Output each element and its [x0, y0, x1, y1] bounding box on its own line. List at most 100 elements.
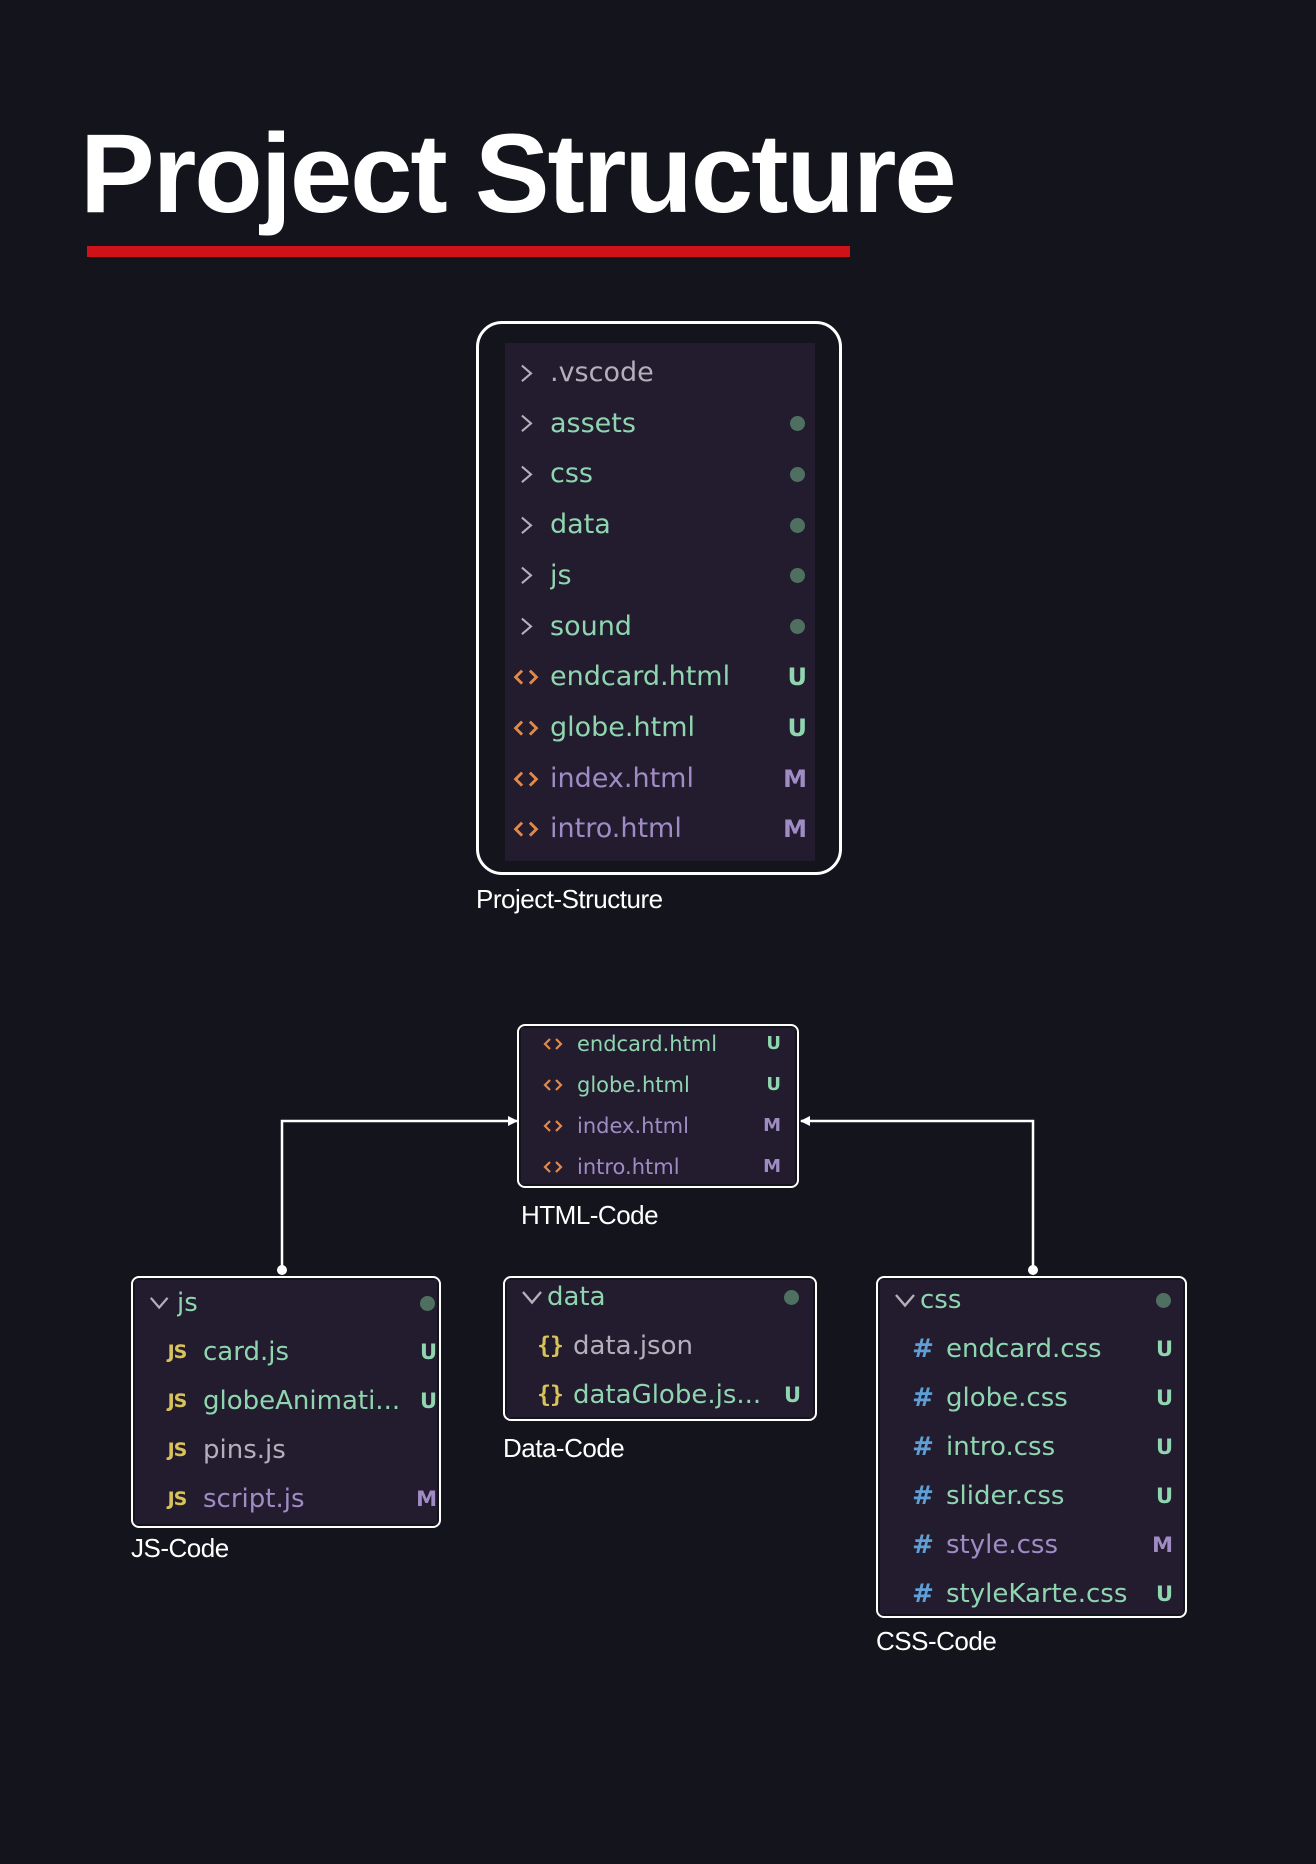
tree-item-label: intro.html	[577, 1155, 680, 1179]
css-file-icon: #	[912, 1334, 934, 1364]
tree-file-row[interactable]: # styleKarte.css U	[880, 1572, 1183, 1614]
git-status-badge: M	[1152, 1533, 1173, 1557]
chevron-down-icon[interactable]	[517, 1280, 547, 1319]
js-code-frame	[131, 1276, 441, 1528]
data-code-panel: data{}data.json{}dataGlobe.js...U	[507, 1280, 813, 1417]
tree-file-row[interactable]: # globe.css U	[880, 1376, 1183, 1420]
js-file-icon: JS	[167, 1439, 188, 1461]
json-file-icon: {}	[537, 1333, 564, 1359]
git-status-badge: U	[419, 1389, 437, 1413]
tree-item-label: css	[550, 458, 593, 490]
chevron-right-icon[interactable]	[513, 401, 539, 447]
css-file-icon: #	[912, 1579, 934, 1609]
project-structure-frame	[476, 321, 842, 875]
html-file-icon	[543, 1149, 563, 1184]
html-file-icon	[513, 756, 539, 802]
chevron-right-icon[interactable]	[513, 451, 539, 497]
git-status-badge: U	[1155, 1582, 1173, 1606]
tree-folder-row[interactable]: js	[135, 1281, 437, 1325]
tree-item-label: globe.css	[946, 1383, 1068, 1413]
tree-item-label: styleKarte.css	[946, 1579, 1128, 1609]
tree-file-row[interactable]: {} dataGlobe.js... U	[507, 1373, 813, 1417]
git-status-badge: U	[787, 713, 808, 742]
git-status-dot	[790, 416, 805, 432]
tree-item-label: .vscode	[550, 357, 654, 388]
css-code-frame	[876, 1276, 1187, 1618]
json-file-icon: {}	[537, 1382, 564, 1408]
git-status-badge: M	[783, 815, 807, 844]
chevron-right-icon[interactable]	[513, 604, 539, 650]
git-status-badge: U	[1155, 1337, 1173, 1361]
css-file-icon: #	[912, 1383, 934, 1413]
chevron-down-icon[interactable]	[145, 1281, 173, 1325]
chevron-right-icon[interactable]	[513, 350, 539, 396]
project-structure-caption: Project-Structure	[476, 884, 663, 914]
html-file-icon	[513, 705, 539, 751]
tree-file-row[interactable]: {}data.json	[507, 1324, 813, 1368]
tree-folder-row[interactable]: data	[507, 1280, 813, 1319]
tree-item-label: index.html	[577, 1114, 689, 1138]
tree-item-label: script.js	[203, 1484, 305, 1514]
tree-file-row[interactable]: intro.html M	[521, 1149, 795, 1184]
tree-item-label: dataGlobe.js...	[573, 1380, 762, 1410]
tree-item-label: sound	[550, 610, 632, 642]
git-status-badge: M	[763, 1156, 781, 1177]
js-file-icon: JS	[167, 1390, 188, 1412]
tree-item-label: js	[550, 559, 572, 591]
tree-item-label: endcard.html	[550, 661, 731, 693]
tree-item-label: endcard.css	[946, 1334, 1102, 1364]
data-code-caption: Data-Code	[503, 1433, 625, 1463]
chevron-right-icon[interactable]	[513, 502, 539, 548]
css-file-icon: #	[912, 1481, 934, 1511]
git-status-badge: U	[783, 1383, 801, 1407]
tree-item-label: data	[547, 1282, 606, 1312]
git-status-badge: U	[787, 663, 808, 692]
tree-item-label: index.html	[550, 762, 694, 794]
tree-file-row[interactable]: JS pins.js	[135, 1428, 437, 1472]
tree-folder-row[interactable]: sound	[505, 604, 815, 650]
git-status-badge: U	[766, 1033, 781, 1054]
tree-folder-row[interactable]: css	[880, 1280, 1183, 1322]
git-status-dot	[790, 568, 805, 584]
git-status-dot	[1156, 1292, 1171, 1308]
chevron-down-icon[interactable]	[890, 1280, 920, 1322]
css-file-icon: #	[912, 1530, 934, 1560]
data-code-frame	[503, 1276, 817, 1421]
css-to-html-arrow	[800, 1116, 1035, 1270]
tree-file-row[interactable]: endcard.html U	[505, 654, 815, 700]
git-status-badge: M	[763, 1115, 781, 1136]
tree-file-row[interactable]: # endcard.css U	[880, 1327, 1183, 1371]
tree-item-label: card.js	[203, 1337, 289, 1367]
js-connector-dot	[277, 1265, 287, 1275]
git-status-badge: U	[1155, 1386, 1173, 1410]
git-status-dot	[784, 1289, 799, 1305]
tree-item-label: pins.js	[203, 1435, 286, 1465]
html-code-caption: HTML-Code	[521, 1200, 659, 1230]
tree-folder-row[interactable]: assets	[505, 401, 815, 447]
tree-folder-row[interactable]: css	[505, 451, 815, 497]
git-status-badge: U	[1155, 1484, 1173, 1508]
tree-folder-row[interactable]: js	[505, 553, 815, 599]
chevron-right-icon[interactable]	[513, 553, 539, 599]
js-code-caption: JS-Code	[131, 1533, 229, 1563]
git-status-badge: M	[416, 1487, 437, 1511]
tree-folder-row[interactable]: data	[505, 502, 815, 548]
tree-file-row[interactable]: index.html M	[521, 1108, 795, 1144]
git-status-badge: U	[1155, 1435, 1173, 1459]
tree-item-label: data	[550, 509, 611, 541]
tree-folder-row[interactable]: .vscode	[505, 350, 815, 396]
